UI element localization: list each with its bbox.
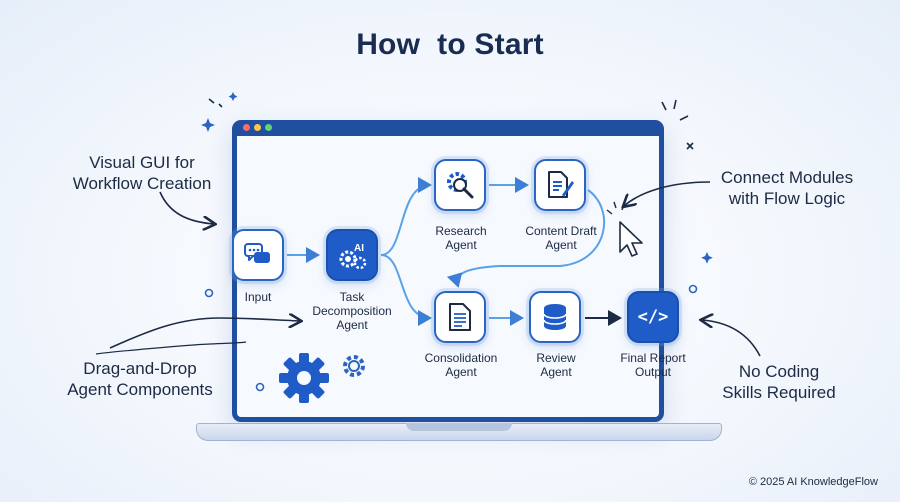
node-final-label-line1: Final Report	[620, 351, 686, 365]
node-review-agent[interactable]	[529, 291, 581, 343]
node-content-label-line2: Agent	[545, 238, 577, 252]
node-input-label: Input	[244, 290, 272, 304]
node-content-draft-agent[interactable]	[534, 159, 586, 211]
callout-arrow-no-coding	[702, 320, 761, 357]
window-dot-yellow	[254, 124, 261, 131]
window-dot-green	[265, 124, 272, 131]
document-pen-icon	[548, 171, 574, 198]
callout-no-coding: No Coding Skills Required	[704, 361, 854, 403]
gears-decoration	[279, 353, 329, 403]
laptop-notch	[406, 423, 512, 431]
node-consolidation-label-line2: Agent	[445, 365, 477, 379]
node-research-agent[interactable]	[434, 159, 486, 211]
callout-visual-gui-line1: Visual GUI for	[89, 153, 195, 172]
callout-connect-line1: Connect Modules	[720, 168, 854, 187]
node-consolidation-label-line1: Consolidation	[424, 351, 498, 365]
node-research-label-line2: Agent	[445, 238, 477, 252]
node-content-label: Content Draft Agent	[501, 224, 621, 252]
page-title: How to Start	[356, 28, 544, 61]
callout-arrow-visual-gui	[159, 191, 214, 224]
node-input[interactable]	[232, 229, 284, 281]
sparkle-decorations	[201, 92, 713, 264]
node-final-report-output[interactable]: </>	[627, 291, 679, 343]
chat-bubbles-icon	[244, 243, 270, 263]
link-content-consolidation	[446, 189, 605, 288]
ai-badge: AI	[354, 243, 364, 254]
node-task-label: Task Decomposition Agent	[292, 290, 412, 332]
node-task-label-line3: Agent	[336, 318, 368, 332]
callout-drag-line2: Agent Components	[67, 380, 213, 399]
node-review-label-line1: Review	[536, 351, 576, 365]
node-content-label-line1: Content Draft	[525, 224, 597, 238]
callout-visual-gui-line2: Workflow Creation	[72, 174, 212, 193]
document-icon	[449, 303, 471, 331]
link-task-consolidation	[380, 254, 432, 326]
callout-arrow-connect	[624, 181, 711, 206]
node-review-label-line2: Agent	[540, 365, 572, 379]
callout-drag-drop: Drag-and-Drop Agent Components	[40, 358, 240, 400]
cursor-icon	[606, 201, 643, 257]
ai-gears-icon: AI	[339, 243, 367, 270]
node-task-decomposition[interactable]: AI	[326, 229, 378, 281]
node-review-label: Review Agent	[496, 351, 616, 379]
callout-tail-drag	[95, 341, 247, 355]
callout-no-coding-line2: Skills Required	[722, 383, 836, 402]
copyright-text: © 2025 AI KnowledgeFlow	[748, 476, 878, 488]
callout-no-coding-line1: No Coding	[738, 362, 820, 381]
node-final-label-line2: Output	[634, 365, 672, 379]
gear-magnifier-icon	[447, 172, 474, 199]
code-icon: </>	[637, 307, 669, 327]
node-consolidation-label: Consolidation Agent	[401, 351, 521, 379]
callout-arrow-drag	[109, 318, 300, 349]
node-task-label-line1: Task	[339, 290, 365, 304]
callout-drag-line1: Drag-and-Drop	[83, 359, 197, 378]
node-task-label-line2: Decomposition	[312, 304, 392, 318]
window-dot-red	[243, 124, 250, 131]
callout-connect-line2: with Flow Logic	[728, 189, 846, 208]
node-research-label-line1: Research	[435, 224, 487, 238]
database-icon	[543, 304, 567, 330]
node-final-label: Final Report Output	[593, 351, 713, 379]
link-task-research	[380, 177, 432, 256]
node-consolidation-agent[interactable]	[434, 291, 486, 343]
callout-connect-modules: Connect Modules with Flow Logic	[697, 167, 877, 209]
node-research-label: Research Agent	[401, 224, 521, 252]
callout-visual-gui: Visual GUI for Workflow Creation	[52, 152, 232, 194]
